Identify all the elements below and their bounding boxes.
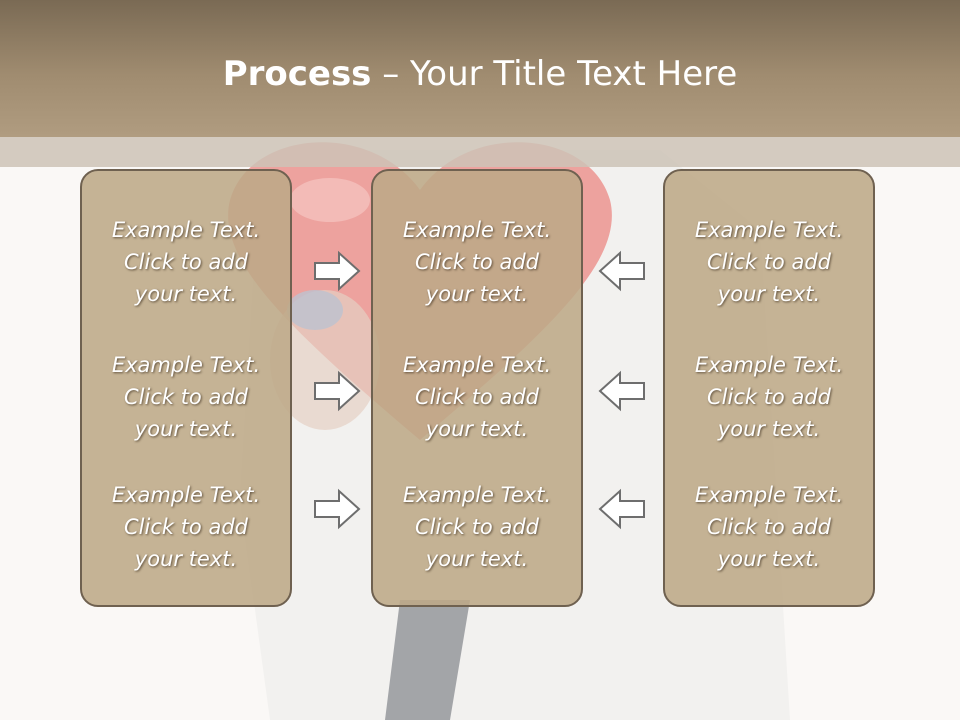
- text-block[interactable]: Example Text. Click to add your text.: [373, 479, 581, 575]
- arrow-left-icon: [598, 250, 645, 292]
- text-line: your text.: [717, 547, 821, 571]
- title-bar: [0, 0, 960, 137]
- text-line: your text.: [134, 547, 238, 571]
- title-bold: Process: [222, 54, 372, 94]
- text-block[interactable]: Example Text. Click to add your text.: [373, 349, 581, 445]
- text-line: Click to add: [414, 515, 539, 539]
- text-block[interactable]: Example Text. Click to add your text.: [665, 349, 873, 445]
- text-line: Click to add: [123, 515, 248, 539]
- text-block[interactable]: Example Text. Click to add your text.: [82, 349, 290, 445]
- text-line: Click to add: [706, 250, 831, 274]
- text-line: Example Text.: [402, 483, 552, 507]
- arrow-left-icon: [598, 370, 645, 412]
- text-line: Example Text.: [694, 218, 844, 242]
- text-line: your text.: [717, 417, 821, 441]
- text-block[interactable]: Example Text. Click to add your text.: [665, 214, 873, 310]
- arrow-left-icon: [598, 488, 645, 530]
- text-line: your text.: [425, 282, 529, 306]
- text-line: Click to add: [706, 515, 831, 539]
- right-panel[interactable]: Example Text. Click to add your text. Ex…: [663, 169, 875, 607]
- arrow-right-icon: [314, 250, 361, 292]
- text-line: your text.: [717, 282, 821, 306]
- text-block[interactable]: Example Text. Click to add your text.: [665, 479, 873, 575]
- arrow-right-icon: [314, 488, 361, 530]
- text-line: Click to add: [123, 385, 248, 409]
- left-panel[interactable]: Example Text. Click to add your text. Ex…: [80, 169, 292, 607]
- arrow-right-icon: [314, 370, 361, 412]
- title-rest: – Your Title Text Here: [371, 54, 738, 94]
- text-line: Example Text.: [111, 483, 261, 507]
- text-line: Click to add: [706, 385, 831, 409]
- center-panel[interactable]: Example Text. Click to add your text. Ex…: [371, 169, 583, 607]
- text-line: your text.: [134, 282, 238, 306]
- text-line: Example Text.: [402, 218, 552, 242]
- text-block[interactable]: Example Text. Click to add your text.: [82, 214, 290, 310]
- text-line: Example Text.: [111, 218, 261, 242]
- text-line: Example Text.: [694, 483, 844, 507]
- slide-title[interactable]: Process – Your Title Text Here: [0, 52, 960, 96]
- text-line: your text.: [425, 547, 529, 571]
- text-line: Example Text.: [111, 353, 261, 377]
- text-line: Example Text.: [402, 353, 552, 377]
- text-line: your text.: [134, 417, 238, 441]
- text-line: your text.: [425, 417, 529, 441]
- text-line: Click to add: [414, 385, 539, 409]
- text-block[interactable]: Example Text. Click to add your text.: [373, 214, 581, 310]
- title-strip: [0, 137, 960, 167]
- text-line: Click to add: [123, 250, 248, 274]
- text-block[interactable]: Example Text. Click to add your text.: [82, 479, 290, 575]
- text-line: Example Text.: [694, 353, 844, 377]
- text-line: Click to add: [414, 250, 539, 274]
